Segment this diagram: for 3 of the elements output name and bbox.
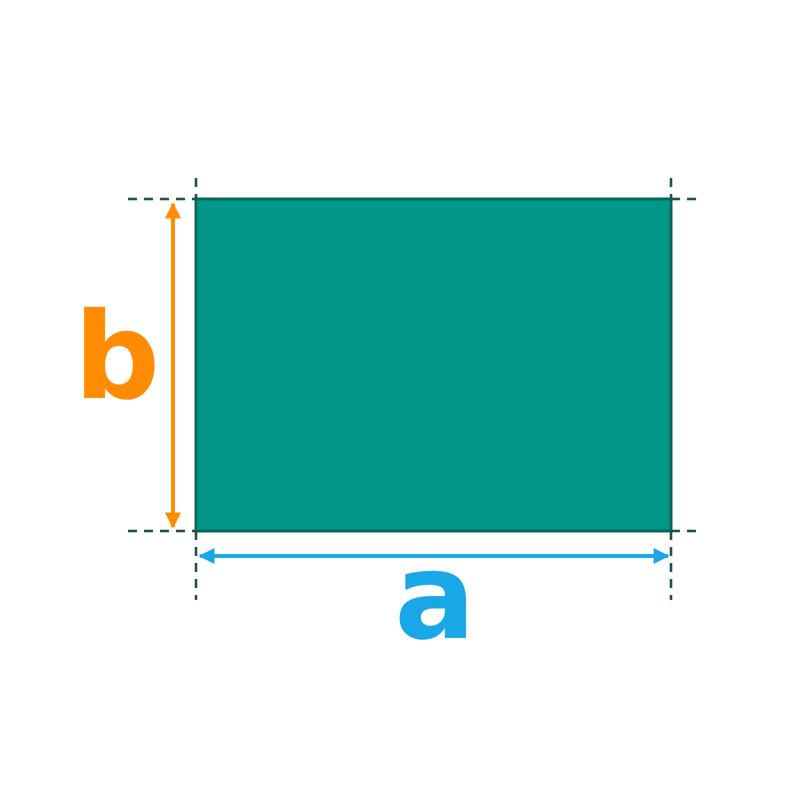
dimension-label: a	[394, 538, 476, 658]
rectangle	[194, 198, 672, 532]
dimension-label: b	[74, 298, 160, 418]
